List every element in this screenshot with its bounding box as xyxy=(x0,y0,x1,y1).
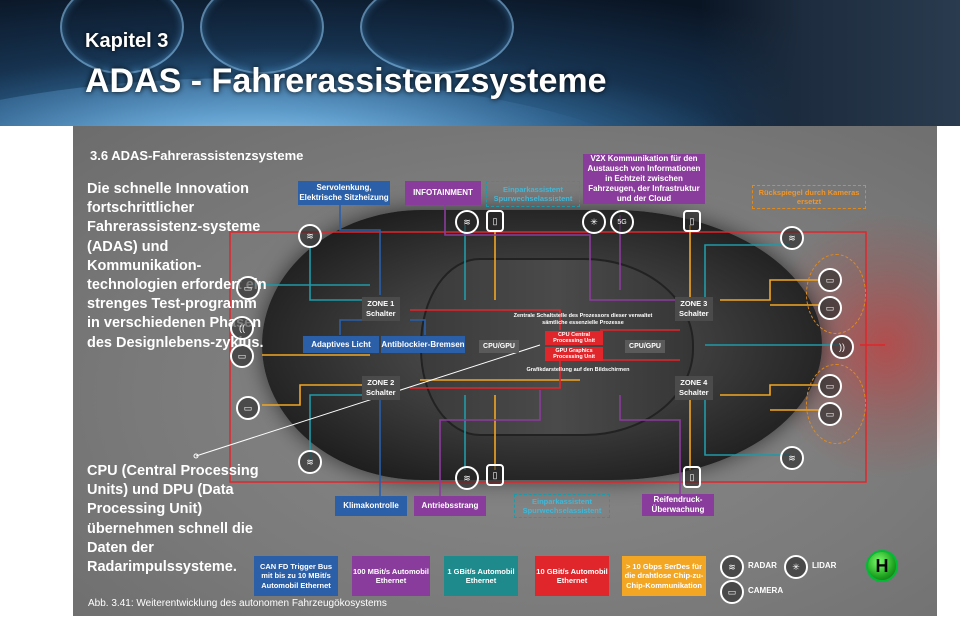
legend-100mbit: 100 MBit/s Automobil Ethernet xyxy=(352,556,430,596)
mobile-icon: ▯ xyxy=(683,210,701,232)
legend-10gbit: 10 GBit/s Automobil Ethernet xyxy=(535,556,609,596)
mobile-icon: ▯ xyxy=(683,466,701,488)
radar-icon: ≋ xyxy=(780,446,804,470)
orange-lines xyxy=(262,225,820,470)
radar-icon: (( xyxy=(230,316,254,340)
processor-note: Zentrale Schaltstelle des Prozessors die… xyxy=(513,313,653,326)
camera-icon: ▭ xyxy=(236,396,260,420)
radar-icon: ≋ xyxy=(298,450,322,474)
mobile-icon: ▯ xyxy=(486,464,504,486)
legend-lidar-label: LIDAR xyxy=(812,561,837,570)
legend-camera-label: CAMERA xyxy=(748,586,784,595)
purple-lines xyxy=(439,200,690,500)
camera-icon: ▭ xyxy=(236,276,260,300)
cpu-pointer-line xyxy=(195,344,541,457)
adaptive-light-box: Adaptives Licht xyxy=(303,336,379,353)
5g-icon: 5G xyxy=(610,210,634,234)
blue-lines xyxy=(339,200,426,500)
radar-icon: ≋ xyxy=(298,224,322,248)
chapter-label: Kapitel 3 xyxy=(85,30,169,52)
assist-top-box: Einparkassistent Spurwechselassistent xyxy=(486,181,580,207)
servo-box: Servolenkung, Elektrische Sitzheizung xyxy=(298,181,390,205)
radar-icon: ≋ xyxy=(720,555,744,579)
lidar-icon: ✳ xyxy=(784,555,808,579)
camera-icon: ▭ xyxy=(818,402,842,426)
intro-text: Die schnelle Innovation fortschrittliche… xyxy=(87,181,267,351)
camera-icon: ▭ xyxy=(818,296,842,320)
help-badge[interactable]: H xyxy=(866,550,898,582)
tire-pressure-box: Reifendruck-Überwachung xyxy=(642,494,714,516)
legend-1gbit: 1 GBit/s Automobil Ethernet xyxy=(444,556,518,596)
graphics-note: Grafikdarstellung auf den Bildschirmen xyxy=(526,367,630,373)
legend-can-fd: CAN FD Trigger Bus mit bis zu 10 MBit/s … xyxy=(254,556,338,596)
mirror-box: Rückspiegel durch Kameras ersetzt xyxy=(752,185,866,209)
camera-group xyxy=(806,254,866,334)
figure-caption: Abb. 3.41: Weiterentwicklung des autonom… xyxy=(88,598,387,609)
assist-bottom-box: Einparkassistent Spurwechselassistent xyxy=(514,494,610,518)
infotainment-box: INFOTAINMENT xyxy=(405,181,481,205)
radar-icon: ≋ xyxy=(455,210,479,234)
cpu-box: CPU Central Processing Unit xyxy=(545,331,603,345)
red-links xyxy=(410,309,885,389)
section-title: 3.6 ADAS-Fahrerassistenzsysteme xyxy=(90,148,304,163)
abs-box: Antiblockier-Bremsen xyxy=(381,336,465,353)
gpu-box: GPU Graphics Processing Unit xyxy=(545,347,603,361)
camera-icon: ▭ xyxy=(230,344,254,368)
camera-icon: ▭ xyxy=(720,580,744,604)
camera-icon: ▭ xyxy=(818,268,842,292)
v2x-box: V2X Kommunikation für den Austausch von … xyxy=(583,154,705,204)
cpu-text: CPU (Central Processing Units) und DPU (… xyxy=(87,463,259,576)
mobile-icon: ▯ xyxy=(486,210,504,232)
chapter-banner: Kapitel 3 ADAS - Fahrerassistenzsysteme xyxy=(0,0,960,126)
lidar-icon: ✳ xyxy=(582,210,606,234)
pointer-dot xyxy=(193,453,199,459)
legend-radar-label: RADAR xyxy=(748,561,777,570)
climate-box: Klimakontrolle xyxy=(335,496,407,516)
radar-icon: ≋ xyxy=(455,466,479,490)
camera-icon: ▭ xyxy=(818,374,842,398)
legend-serdes: > 10 Gbps SerDes für die drahtlose Chip-… xyxy=(622,556,706,596)
drivetrain-box: Antriebsstrang xyxy=(414,496,486,516)
cpugpu-right: CPU/GPU xyxy=(625,340,665,353)
radar-icon: )) xyxy=(830,335,854,359)
banner-panel xyxy=(700,0,960,126)
teal-lines xyxy=(250,225,840,470)
cpugpu-left: CPU/GPU xyxy=(479,340,519,353)
page-title: ADAS - Fahrerassistenzsysteme xyxy=(85,62,607,100)
radar-icon: ≋ xyxy=(780,226,804,250)
camera-group xyxy=(806,364,866,444)
